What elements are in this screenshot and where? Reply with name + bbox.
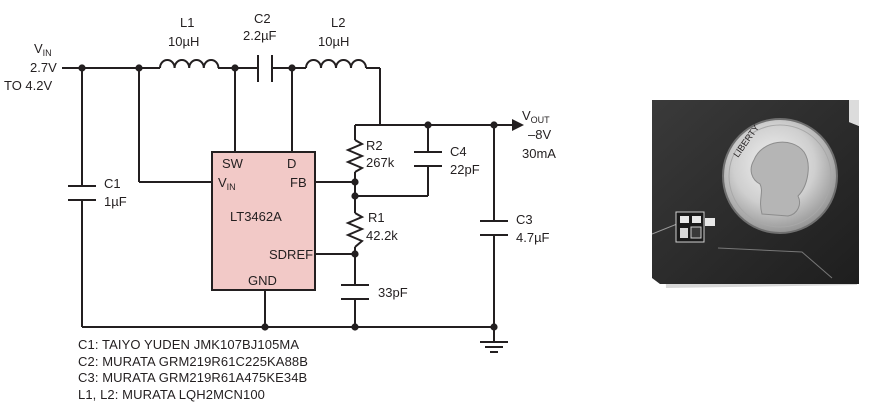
component-notes: C1: TAIYO YUDEN JMK107BJ105MA C2: MURATA… [78,337,308,403]
pin-gnd: GND [248,273,277,288]
l2-ref: L2 [331,15,345,30]
note-line: C3: MURATA GRM219R61A475KE34B [78,370,308,385]
svg-text:VIN: VIN [34,41,52,58]
vin-label-sub: IN [43,48,52,58]
note-line: L1, L2: MURATA LQH2MCN100 [78,386,265,402]
c1-value: 1µF [104,194,127,209]
svg-text:VOUT: VOUT [522,108,550,125]
circuit-module [675,211,715,243]
circuit-photo: LIBERTY [652,100,859,288]
wires [62,67,520,342]
note-line: C1: TAIYO YUDEN JMK107BJ105MA [78,337,300,352]
r1-ref: R1 [368,210,385,225]
ic-body [211,151,316,291]
r2-ref: R2 [366,138,383,153]
c3-value: 4.7µF [516,230,550,245]
ic-part: LT3462A [230,209,282,224]
l1-inductor [159,59,220,69]
vout-current: 30mA [522,146,556,161]
c5-capacitor [341,284,369,300]
c4-value: 22pF [450,162,480,177]
l1-value: 10µH [168,34,199,49]
output-arrow [512,119,524,131]
r2-resistor [345,139,365,173]
c2-value: 2.2µF [243,28,277,43]
vin-range-2: TO 4.2V [4,78,53,93]
svg-text:VIN: VIN [218,175,236,192]
vin-range-1: 2.7V [30,60,57,75]
c3-capacitor [480,220,508,236]
c2-ref: C2 [254,11,271,26]
vout-voltage: –8V [528,127,551,142]
vin-label: V [34,41,43,56]
vout-label: V [522,108,531,123]
pin-vin: V [218,175,227,190]
c4-capacitor [414,151,442,167]
l2-inductor [305,59,367,69]
l2-value: 10µH [318,34,349,49]
c3-ref: C3 [516,212,533,227]
r1-resistor [345,212,365,248]
pin-fb: FB [290,175,307,190]
c5-value: 33pF [378,285,408,300]
l1-ref: L1 [180,15,194,30]
c2-capacitor [257,55,273,82]
pin-sdref: SDREF [269,247,313,262]
pin-d: D [287,156,296,171]
junction-dots [78,64,498,331]
dime-coin: LIBERTY [722,118,838,234]
note-line: C2: MURATA GRM219R61C225KA88B [78,353,309,369]
c1-capacitor [68,185,96,201]
vout-label-sub: OUT [531,115,551,125]
r2-value: 267k [366,155,395,170]
c1-ref: C1 [104,176,121,191]
pin-vin-sub: IN [227,182,236,192]
pin-sw: SW [222,156,244,171]
c4-ref: C4 [450,144,467,159]
ground-symbol [480,341,508,353]
r1-value: 42.2k [366,228,398,243]
